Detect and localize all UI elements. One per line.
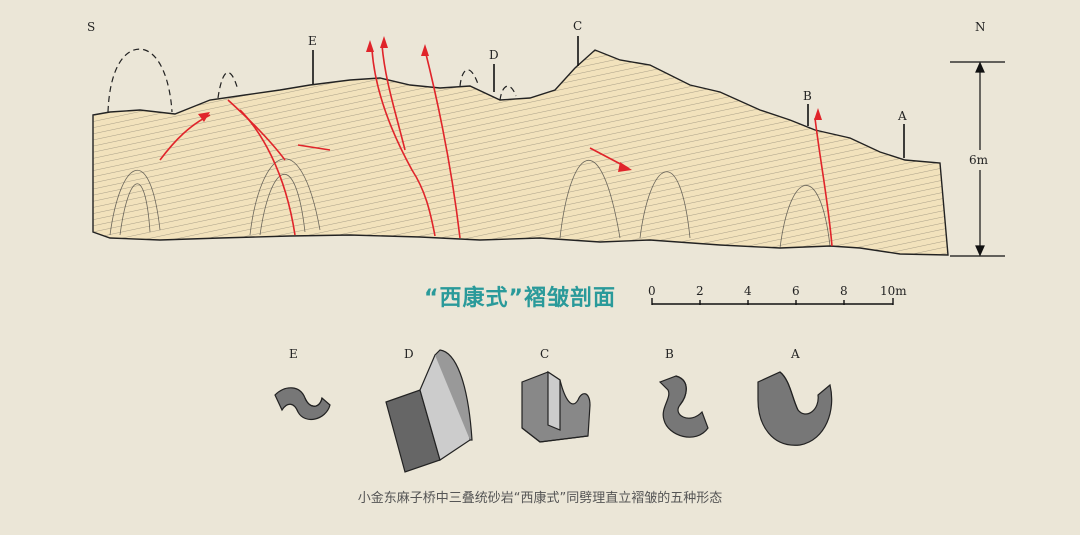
point-label-a: A: [897, 109, 907, 123]
cross-section: [92, 48, 949, 256]
south-label: S: [87, 20, 95, 34]
fault-arrow-icon: [618, 162, 632, 172]
fold-sketch-b: [658, 375, 709, 438]
point-label-e: E: [308, 34, 317, 48]
fold-sketch-d: [385, 349, 473, 473]
section-title: “西康式”褶皱剖面: [424, 286, 616, 311]
fault-arrow-icon: [380, 36, 388, 48]
scale-tick-label: 8: [840, 284, 848, 298]
fault-line: [371, 49, 436, 237]
point-label-b: B: [803, 89, 812, 103]
scale-tick-label: 2: [696, 284, 704, 298]
sketch-label-b: B: [665, 347, 674, 361]
scale-tick-label: 0: [648, 284, 656, 298]
fault-line: [814, 117, 833, 247]
point-label-c: C: [573, 19, 582, 33]
fault-arrow-icon: [814, 108, 822, 120]
vertical-scale: [950, 61, 1005, 257]
sketch-label-a: A: [790, 347, 800, 361]
eroded-fold-traces: [107, 48, 517, 113]
scale-tick-label: 10m: [880, 284, 907, 298]
fault-line: [424, 49, 461, 239]
point-label-d: D: [489, 48, 499, 62]
fold-sketch-a: [757, 371, 833, 446]
fault-line: [227, 99, 286, 161]
fault-arrow-icon: [366, 40, 374, 52]
bedding-texture: [93, 50, 948, 255]
figure-caption: 小金东麻子桥中三叠统砂岩“西康式”同劈理直立褶皱的五种形态: [357, 491, 723, 506]
fold-sketch-e: [274, 387, 331, 421]
height-label: 6m: [969, 153, 989, 167]
fault-line: [297, 144, 331, 151]
fault-arrow-icon: [421, 44, 429, 56]
fault-line: [381, 44, 406, 151]
sketch-label-e: E: [289, 347, 298, 361]
fold-sketch-c: [521, 370, 591, 443]
scale-tick-label: 4: [744, 284, 752, 298]
fault-arrow-icon: [198, 112, 210, 122]
faults: [159, 44, 833, 247]
scale-tick-label: 6: [792, 284, 800, 298]
sketch-label-c: C: [540, 347, 549, 361]
point-markers: [312, 36, 905, 158]
sketch-label-d: D: [404, 347, 414, 361]
fold-sketches: E D C B A: [274, 347, 833, 473]
fault-arrows: [198, 36, 822, 172]
north-label: N: [975, 20, 986, 34]
scale-bar: [651, 298, 894, 305]
